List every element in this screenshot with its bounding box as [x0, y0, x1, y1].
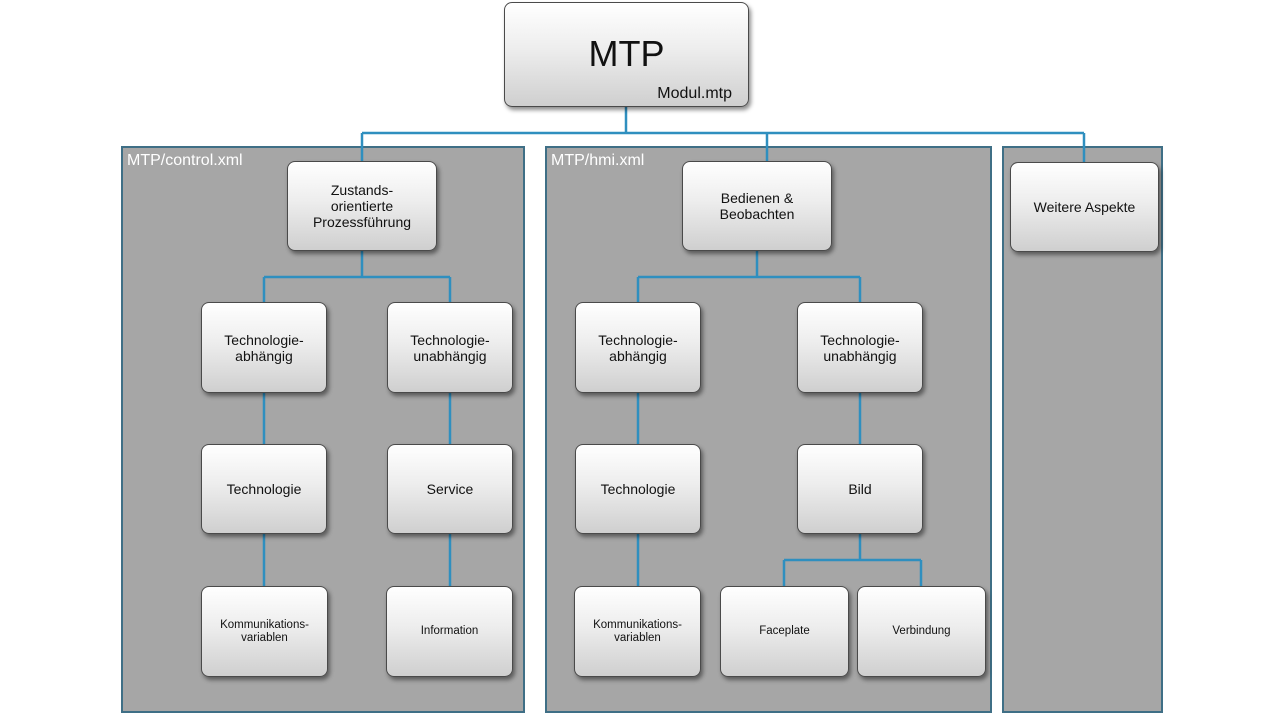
- node-control-service: Service: [387, 444, 513, 534]
- node-hmi-top: Bedienen & Beobachten: [682, 161, 832, 251]
- root-subtitle: Modul.mtp: [657, 85, 732, 102]
- node-hmi-technology: Technologie: [575, 444, 701, 534]
- node-hmi-comm-variables: Kommunikations- variablen: [574, 586, 701, 677]
- node-weitere-aspekte: Weitere Aspekte: [1010, 162, 1159, 252]
- node-hmi-verbindung: Verbindung: [857, 586, 986, 677]
- node-control-top: Zustands- orientierte Prozessführung: [287, 161, 437, 251]
- node-hmi-bild: Bild: [797, 444, 923, 534]
- node-control-tech-independent: Technologie- unabhängig: [387, 302, 513, 393]
- node-hmi-tech-dependent: Technologie- abhängig: [575, 302, 701, 393]
- node-control-information: Information: [386, 586, 513, 677]
- node-hmi-faceplate: Faceplate: [720, 586, 849, 677]
- node-control-comm-variables: Kommunikations- variablen: [201, 586, 328, 677]
- root-node-mtp: MTP Modul.mtp: [504, 2, 749, 107]
- node-control-technology: Technologie: [201, 444, 327, 534]
- root-title: MTP: [588, 33, 665, 74]
- node-hmi-tech-independent: Technologie- unabhängig: [797, 302, 923, 393]
- panel-control-title: MTP/control.xml: [127, 152, 243, 169]
- panel-hmi-title: MTP/hmi.xml: [551, 152, 645, 169]
- node-control-tech-dependent: Technologie- abhängig: [201, 302, 327, 393]
